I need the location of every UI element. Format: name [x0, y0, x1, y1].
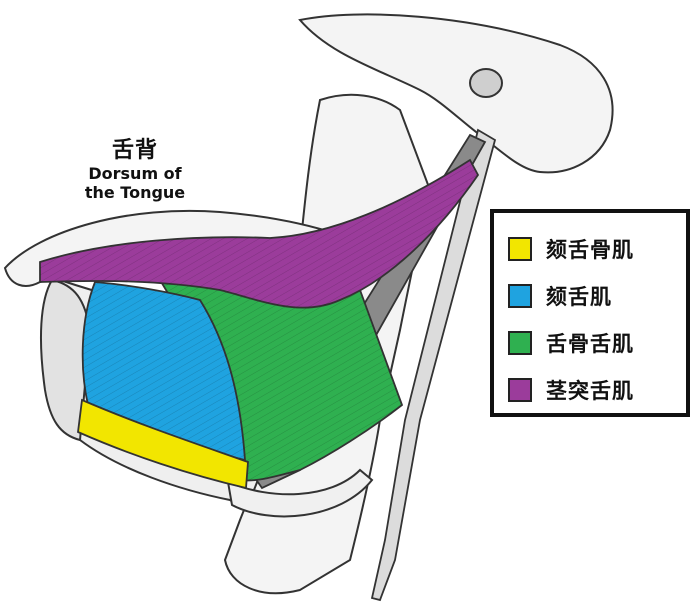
chin-bone: [39, 278, 92, 442]
geniohyoid-muscle: [77, 398, 249, 490]
legend-swatch-styloglossus: [508, 377, 532, 402]
dorsum-label: 舌背 Dorsum of the Tongue: [70, 138, 200, 202]
legend-swatch-genioglossus: [508, 283, 532, 308]
styloglossus-texture: [40, 160, 478, 308]
legend-label-hyoglossus: 舌骨舌肌: [546, 331, 634, 356]
hyoid-bone: [226, 468, 374, 518]
legend-label-genioglossus: 颏舌肌: [546, 284, 612, 309]
legend-item-genioglossus: 颏舌肌: [508, 272, 676, 319]
legend: 颏舌骨肌 颏舌肌 舌骨舌肌 茎突舌肌: [490, 209, 690, 417]
legend-item-hyoglossus: 舌骨舌肌: [508, 319, 676, 366]
legend-label-styloglossus: 茎突舌肌: [546, 378, 634, 403]
dorsum-label-en-1: Dorsum of: [88, 164, 182, 184]
genioglossus-texture: [82, 282, 245, 460]
stylohyoid-ligament: [370, 128, 497, 602]
dorsum-label-zh: 舌背: [111, 138, 158, 163]
legend-item-styloglossus: 茎突舌肌: [508, 366, 676, 413]
skull-outline: [298, 13, 614, 174]
legend-label-geniohyoid: 颏舌骨肌: [546, 237, 634, 262]
legend-swatch-geniohyoid: [508, 236, 532, 261]
hyoglossus-texture: [160, 280, 402, 481]
dorsum-label-en-2: the Tongue: [84, 182, 186, 202]
legend-swatch-hyoglossus: [508, 330, 532, 355]
legend-item-geniohyoid: 颏舌骨肌: [508, 225, 676, 272]
ear-canal: [469, 68, 503, 98]
